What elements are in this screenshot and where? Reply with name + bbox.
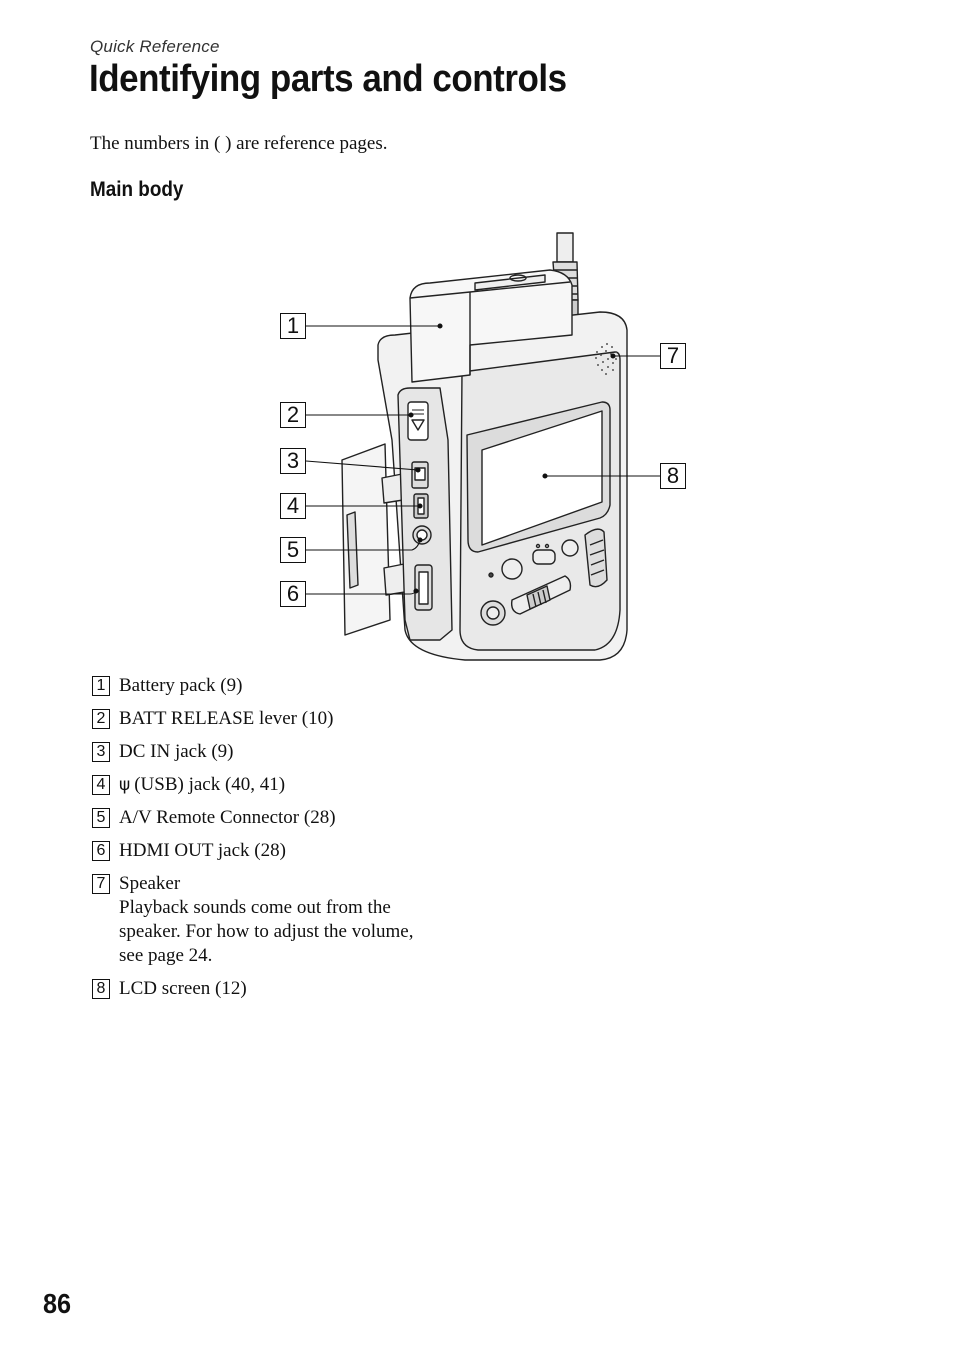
item-label: LCD screen (12) [119, 978, 247, 999]
intro-text: The numbers in ( ) are reference pages. [90, 133, 388, 154]
connector-door [341, 443, 391, 636]
batt-release-lever [407, 401, 429, 441]
list-item: 8 LCD screen (12) [92, 977, 472, 1001]
item-description-line: see page 24. [119, 945, 213, 966]
button-left [501, 558, 523, 580]
item-number: 1 [92, 676, 110, 696]
callout-7: 7 [660, 343, 686, 369]
item-label: (USB) jack (40, 41) [134, 774, 286, 795]
list-item: 3 DC IN jack (9) [92, 740, 472, 764]
battery-pack [409, 269, 573, 383]
lcd-bezel [466, 401, 611, 553]
lcd-screen [481, 410, 603, 546]
callout-1: 1 [280, 313, 306, 339]
list-item: 4 ψ(USB) jack (40, 41) [92, 773, 472, 797]
list-item: 6 HDMI OUT jack (28) [92, 839, 472, 863]
subheading: Main body [90, 178, 184, 201]
item-description-line: Playback sounds come out from the [119, 897, 391, 918]
item-label: A/V Remote Connector (28) [119, 807, 336, 828]
item-description-line: speaker. For how to adjust the volume, [119, 921, 414, 942]
parts-list: 1 Battery pack (9) 2 BATT RELEASE lever … [92, 674, 472, 1010]
item-label: DC IN jack (9) [119, 741, 234, 762]
speaker-grille [595, 343, 617, 375]
callout-3: 3 [280, 448, 306, 474]
front-panel [459, 351, 621, 651]
item-number: 2 [92, 709, 110, 729]
antenna-cable [552, 232, 579, 321]
record-button [480, 600, 506, 626]
callout-2: 2 [280, 402, 306, 428]
callout-6: 6 [280, 581, 306, 607]
zoom-lever [510, 575, 572, 615]
button-right [561, 539, 579, 557]
page-title: Identifying parts and controls [89, 58, 567, 100]
item-number: 6 [92, 841, 110, 861]
item-number: 4 [92, 775, 110, 795]
list-item: 7 Speaker Playback sounds come out from … [92, 872, 472, 968]
item-number: 3 [92, 742, 110, 762]
page-number: 86 [43, 1288, 72, 1319]
item-label: Speaker [119, 873, 181, 894]
av-remote-connector [412, 525, 432, 545]
item-label: BATT RELEASE lever (10) [119, 708, 334, 729]
item-label: HDMI OUT jack (28) [119, 840, 286, 861]
side-strip [397, 387, 453, 641]
volume-dial [584, 528, 608, 588]
list-item: 1 Battery pack (9) [92, 674, 472, 698]
item-number: 7 [92, 874, 110, 894]
callout-8: 8 [660, 463, 686, 489]
section-tag: Quick Reference [90, 37, 220, 56]
device-body [377, 311, 628, 661]
item-number: 8 [92, 979, 110, 999]
item-number: 5 [92, 808, 110, 828]
hdmi-jack [414, 564, 433, 611]
usb-jack [413, 493, 429, 519]
item-label: Battery pack (9) [119, 675, 243, 696]
mode-switch [532, 549, 556, 565]
dc-in-jack [411, 461, 429, 489]
list-item: 5 A/V Remote Connector (28) [92, 806, 472, 830]
list-item: 2 BATT RELEASE lever (10) [92, 707, 472, 731]
callout-5: 5 [280, 537, 306, 563]
callout-4: 4 [280, 493, 306, 519]
usb-icon: ψ [119, 775, 131, 795]
